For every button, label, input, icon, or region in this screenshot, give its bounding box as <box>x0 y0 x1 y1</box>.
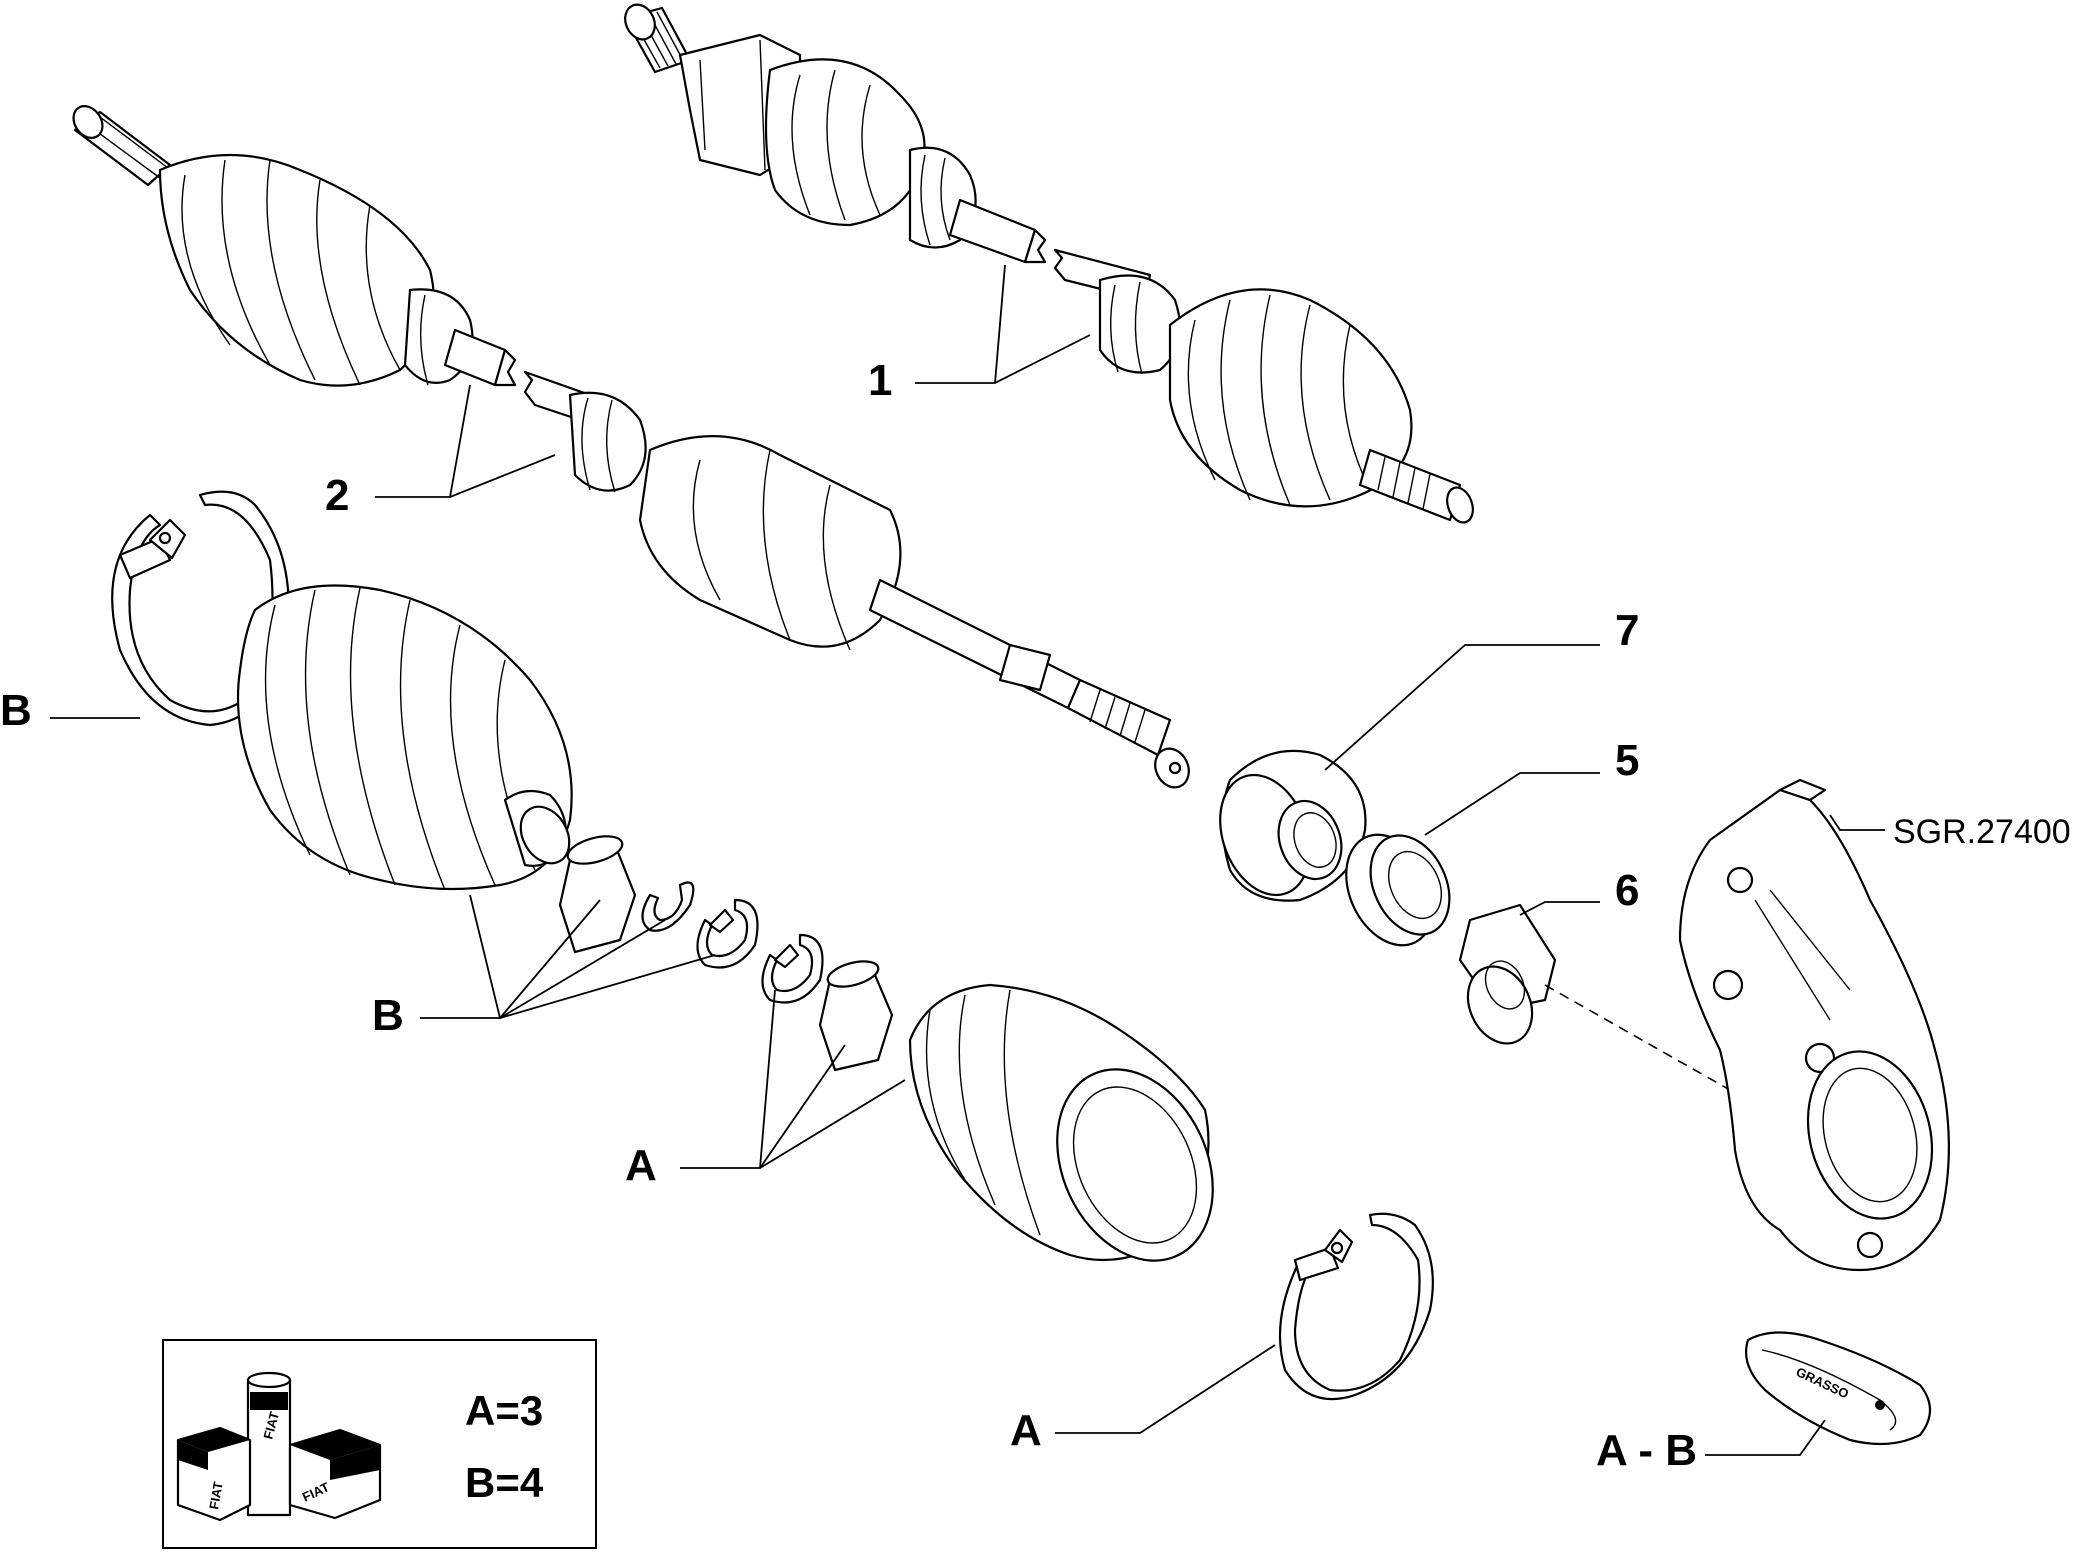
callout-1: 1 <box>868 356 892 405</box>
dust-shield-part-7[interactable] <box>1204 749 1367 908</box>
bearing-part-5[interactable] <box>1329 821 1464 960</box>
callout-2: 2 <box>325 471 349 520</box>
joint-boot-b-large[interactable] <box>236 584 579 891</box>
circlip-b-2[interactable] <box>696 898 759 969</box>
joint-boot-a-cup[interactable] <box>908 983 1243 1286</box>
circlip-a-1[interactable] <box>761 933 824 1004</box>
kit-icon: FIAT FIAT FIAT <box>176 1371 382 1522</box>
callout-a-b: A - B <box>1596 1426 1697 1475</box>
boot-clamp-band-a[interactable] <box>1278 1212 1434 1401</box>
leader-lines <box>50 264 1885 1456</box>
callout-7: 7 <box>1615 606 1639 655</box>
callout-5: 5 <box>1615 736 1639 785</box>
drawing-code: SGR.27400 <box>1893 813 2071 851</box>
legend-line-a: A=3 <box>465 1387 543 1434</box>
bushing-part-6[interactable] <box>1456 903 1557 1054</box>
boot-clamp-band-b[interactable] <box>111 490 290 727</box>
callout-a-bottom: A <box>1010 1406 1042 1455</box>
callout-b-lower: B <box>372 991 404 1040</box>
svg-text:FIAT: FIAT <box>260 1410 282 1441</box>
collar-a[interactable] <box>818 957 894 1072</box>
callout-6: 6 <box>1615 866 1639 915</box>
callout-b-upper: B <box>0 686 32 735</box>
legend-line-b: B=4 <box>465 1459 544 1506</box>
drive-shaft-part-1[interactable] <box>620 0 1478 526</box>
callout-a-middle: A <box>625 1141 657 1190</box>
svg-text:FIAT: FIAT <box>206 1480 226 1510</box>
circlip-b-1[interactable] <box>641 881 695 932</box>
bearing-support-bracket[interactable] <box>1678 778 1950 1272</box>
kit-legend-box: FIAT FIAT FIAT A=3 B=4 <box>162 1339 597 1549</box>
drive-shaft-part-2[interactable] <box>68 101 1195 793</box>
grease-pack[interactable]: GRASSO <box>1744 1331 1932 1446</box>
